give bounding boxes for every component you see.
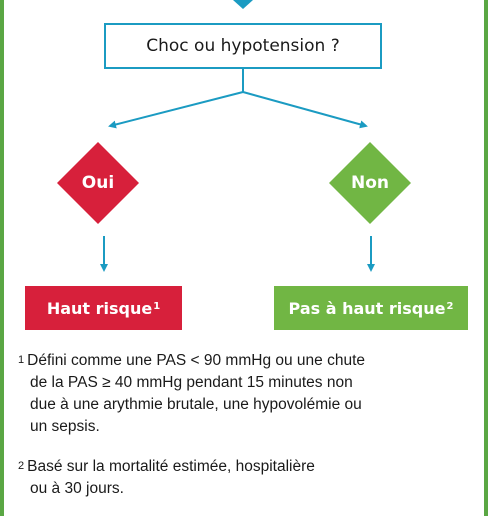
footnote-2-line-2: ou à 30 jours. [30, 480, 124, 497]
arrow-into-question [233, 0, 253, 9]
footnote-1-line-3: due à une arythmie brutale, une hypovolé… [30, 396, 362, 413]
outcome-not-high-risk-label: Pas à haut risque [288, 298, 446, 318]
decision-non-label: Non [350, 173, 389, 193]
decision-non: Non [328, 141, 412, 225]
frame-border-left [0, 0, 4, 516]
outcome-high-risk-footnote-ref: 1 [153, 300, 161, 312]
question-label: Choc ou hypotension ? [146, 36, 340, 56]
footnote-1-line-2: de la PAS ≥ 40 mmHg pendant 15 minutes n… [30, 374, 353, 391]
frame-border-right [484, 0, 488, 516]
footnote-1-line-1: Défini comme une PAS < 90 mmHg ou une ch… [27, 352, 365, 369]
outcome-high-risk-label: Haut risque [46, 298, 153, 318]
decision-oui-label: Oui [81, 173, 115, 193]
arrow-to-oui [108, 91, 244, 129]
question-box: Choc ou hypotension ? [104, 23, 382, 69]
outcome-not-high-risk-footnote-ref: 2 [446, 300, 454, 312]
footnote-1-line-4: un sepsis. [30, 418, 100, 435]
footnote-1-marker: 1 [18, 354, 25, 366]
arrow-to-non [242, 91, 368, 129]
footnote-2-line-1: Basé sur la mortalité estimée, hospitali… [27, 458, 315, 475]
footnote-2-marker: 2 [18, 460, 25, 472]
decision-oui: Oui [56, 141, 140, 225]
